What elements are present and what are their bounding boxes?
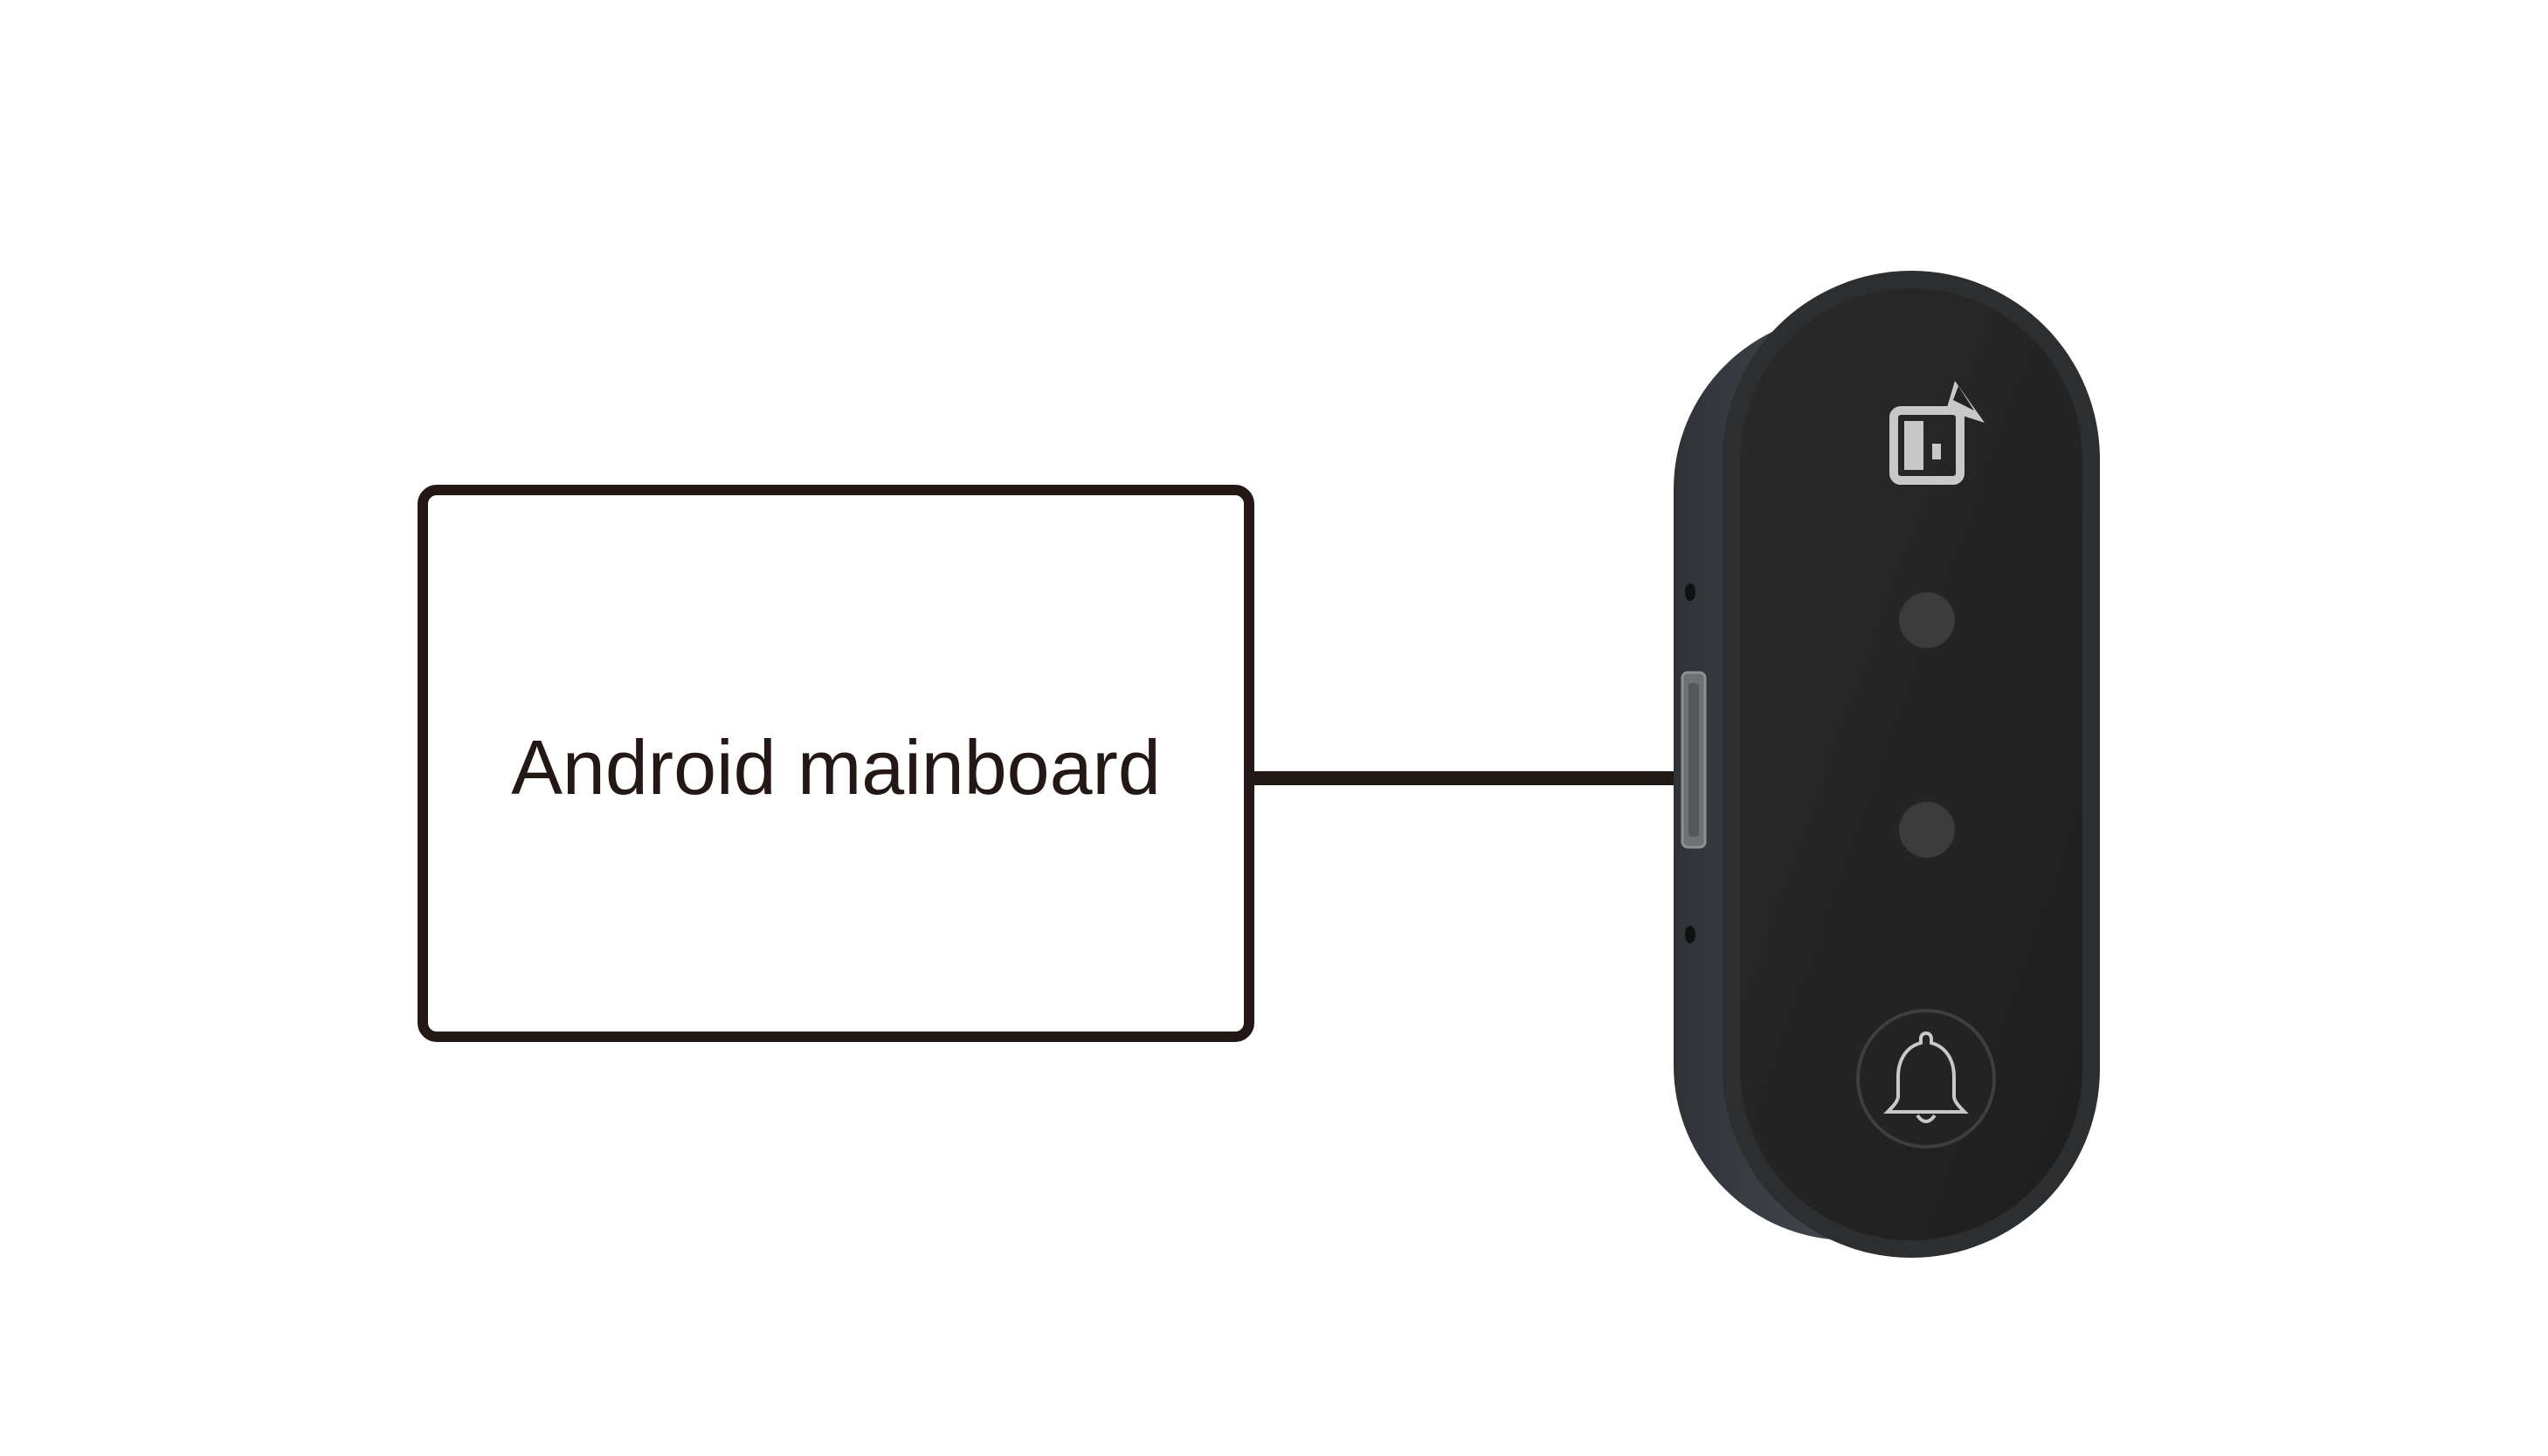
side-screw-bottom — [1685, 926, 1695, 943]
connection-line — [1254, 771, 1682, 785]
android-mainboard-label: Android mainboard — [511, 724, 1161, 811]
doorbell-device — [1674, 271, 2100, 1258]
bell-icon — [1883, 1031, 1969, 1123]
indicator-light-1 — [1899, 592, 1955, 648]
indicator-light-2 — [1899, 802, 1955, 858]
door-lock-signal-icon — [1889, 381, 1985, 485]
device-front-face — [1740, 288, 2082, 1240]
side-screw-top — [1685, 583, 1695, 601]
doorbell-button — [1856, 1009, 1996, 1149]
android-mainboard-box: Android mainboard — [418, 485, 1254, 1042]
